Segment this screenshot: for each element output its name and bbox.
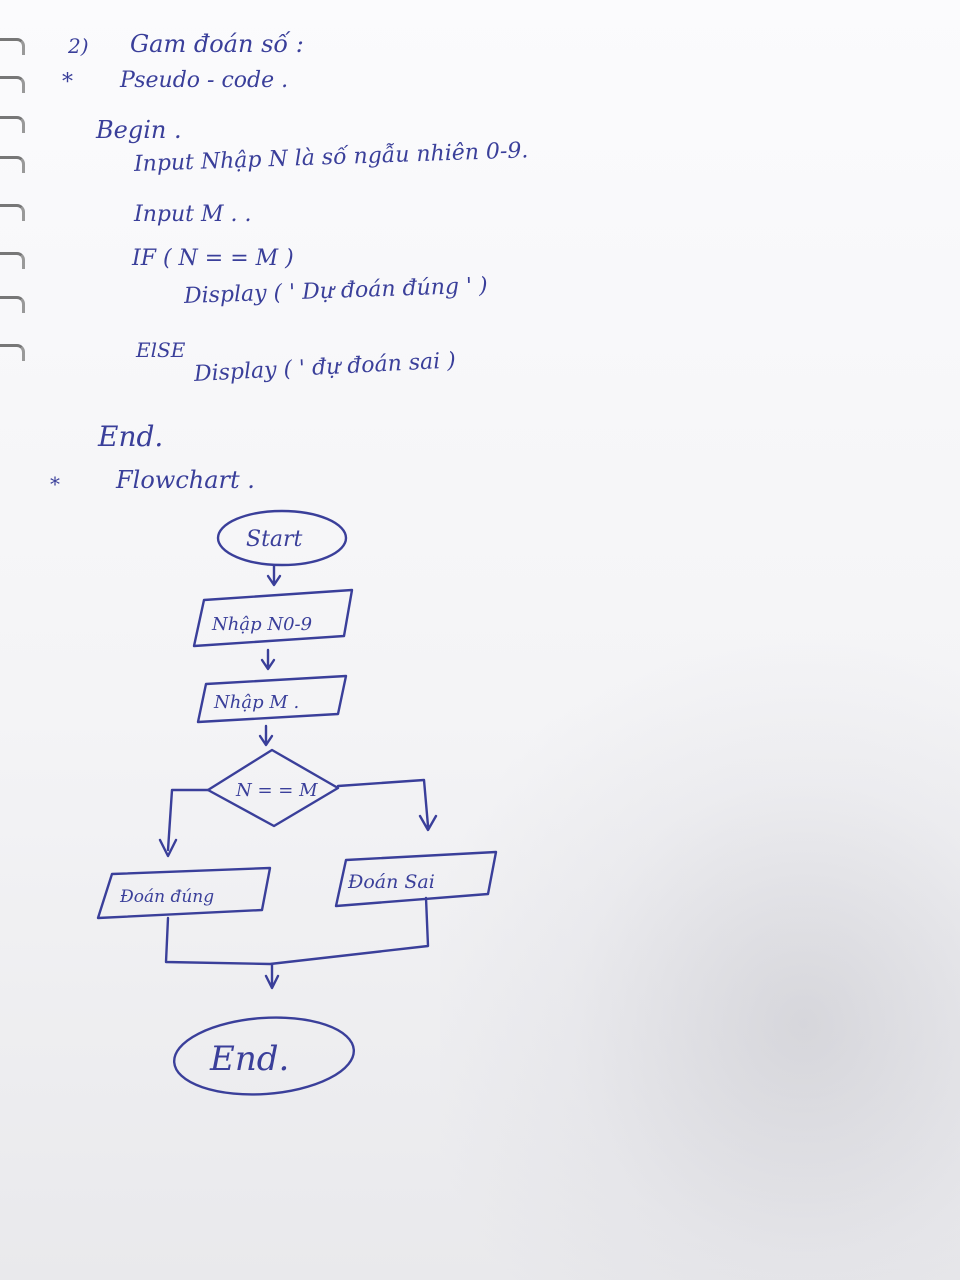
spiral-ring: [0, 76, 25, 93]
arrow: [266, 564, 282, 587]
spiral-ring: [0, 116, 25, 133]
yes-label: Đoán đúng: [119, 887, 214, 907]
pseudocode-line: ElSE: [136, 338, 186, 362]
pseudocode-line: Input M . .: [134, 202, 252, 227]
spiral-ring: [0, 252, 25, 269]
end-label: End.: [209, 1039, 289, 1079]
input1-label: Nhập N0-9: [211, 614, 312, 635]
section-heading: Pseudo - code .: [120, 68, 289, 93]
end-terminal: [172, 1016, 356, 1096]
start-label: Start: [246, 527, 303, 552]
input-box-1: [192, 588, 354, 648]
merge-line: [164, 896, 430, 966]
pseudocode-line: IF ( N = = M ): [132, 246, 294, 271]
decision-diamond: [206, 748, 340, 828]
spiral-ring: [0, 38, 25, 55]
decision-label: N = = M: [235, 780, 318, 801]
pseudocode-begin: Begin .: [96, 116, 182, 144]
spiral-ring: [0, 344, 25, 361]
input2-label: Nhập M .: [213, 692, 299, 713]
arrow: [264, 962, 280, 990]
spiral-ring: [0, 296, 25, 313]
bullet-marker: *: [62, 70, 73, 95]
no-box: [334, 850, 498, 908]
no-label: Đoán Sai: [347, 871, 435, 893]
start-terminal: [216, 509, 348, 567]
arrow: [260, 648, 276, 671]
bullet-marker: *: [50, 472, 60, 496]
arrow: [258, 724, 274, 747]
exercise-number: 2): [68, 34, 89, 58]
spiral-ring: [0, 204, 25, 221]
input-box-2: [196, 674, 348, 724]
flowchart-heading: Flowchart .: [116, 466, 255, 494]
arrow-no: [336, 778, 438, 832]
pseudocode-end: End.: [98, 420, 164, 453]
exercise-title: Gam đoán số :: [130, 30, 304, 58]
arrow-yes: [158, 788, 210, 858]
yes-box: [96, 866, 272, 920]
spiral-ring: [0, 156, 25, 173]
